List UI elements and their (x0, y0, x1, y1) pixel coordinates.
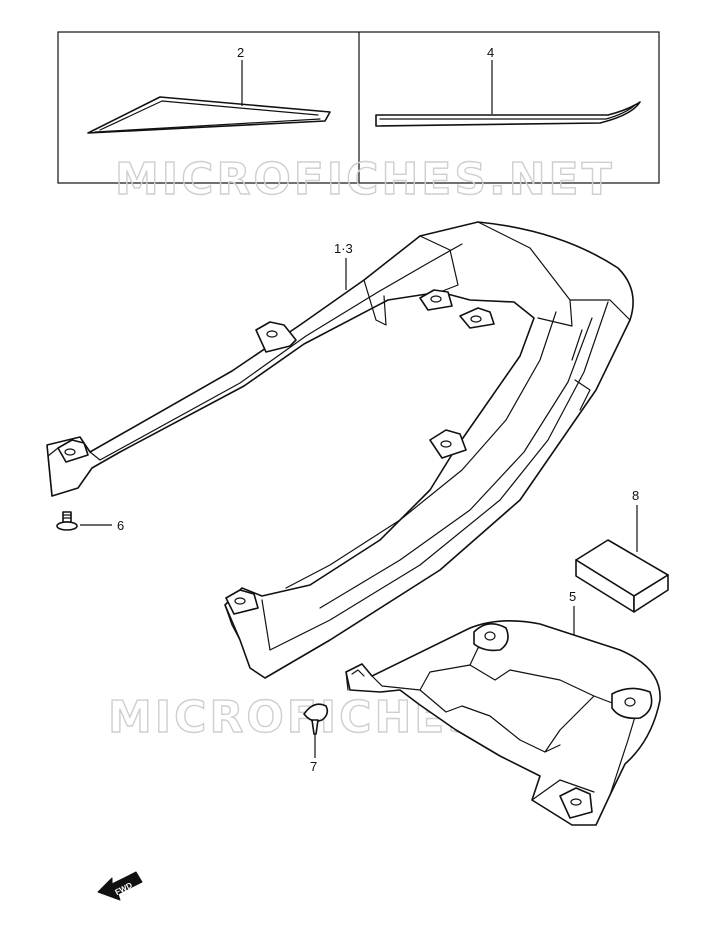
watermark-top: MICROFICHES.NET (115, 154, 615, 205)
callout-4: 4 (487, 45, 494, 60)
callout-5: 5 (569, 589, 576, 604)
callout-2: 2 (237, 45, 244, 60)
decal-inset-box (57, 31, 660, 184)
part-4-decal: 4 (375, 45, 641, 127)
fwd-arrow-icon: FWD (97, 871, 143, 901)
part-5-tray: 5 (345, 589, 661, 826)
callout-7: 7 (310, 759, 317, 774)
part-7-clip: 7 (303, 703, 329, 774)
callout-8: 8 (632, 488, 639, 503)
part-6-screw: 6 (56, 511, 124, 533)
callout-1-3: 1·3 (334, 241, 353, 256)
part-2-decal: 2 (87, 45, 331, 134)
part-8-pad: 8 (575, 488, 669, 613)
part-1-3-rail: 1·3 (46, 221, 634, 679)
callout-6: 6 (117, 518, 124, 533)
